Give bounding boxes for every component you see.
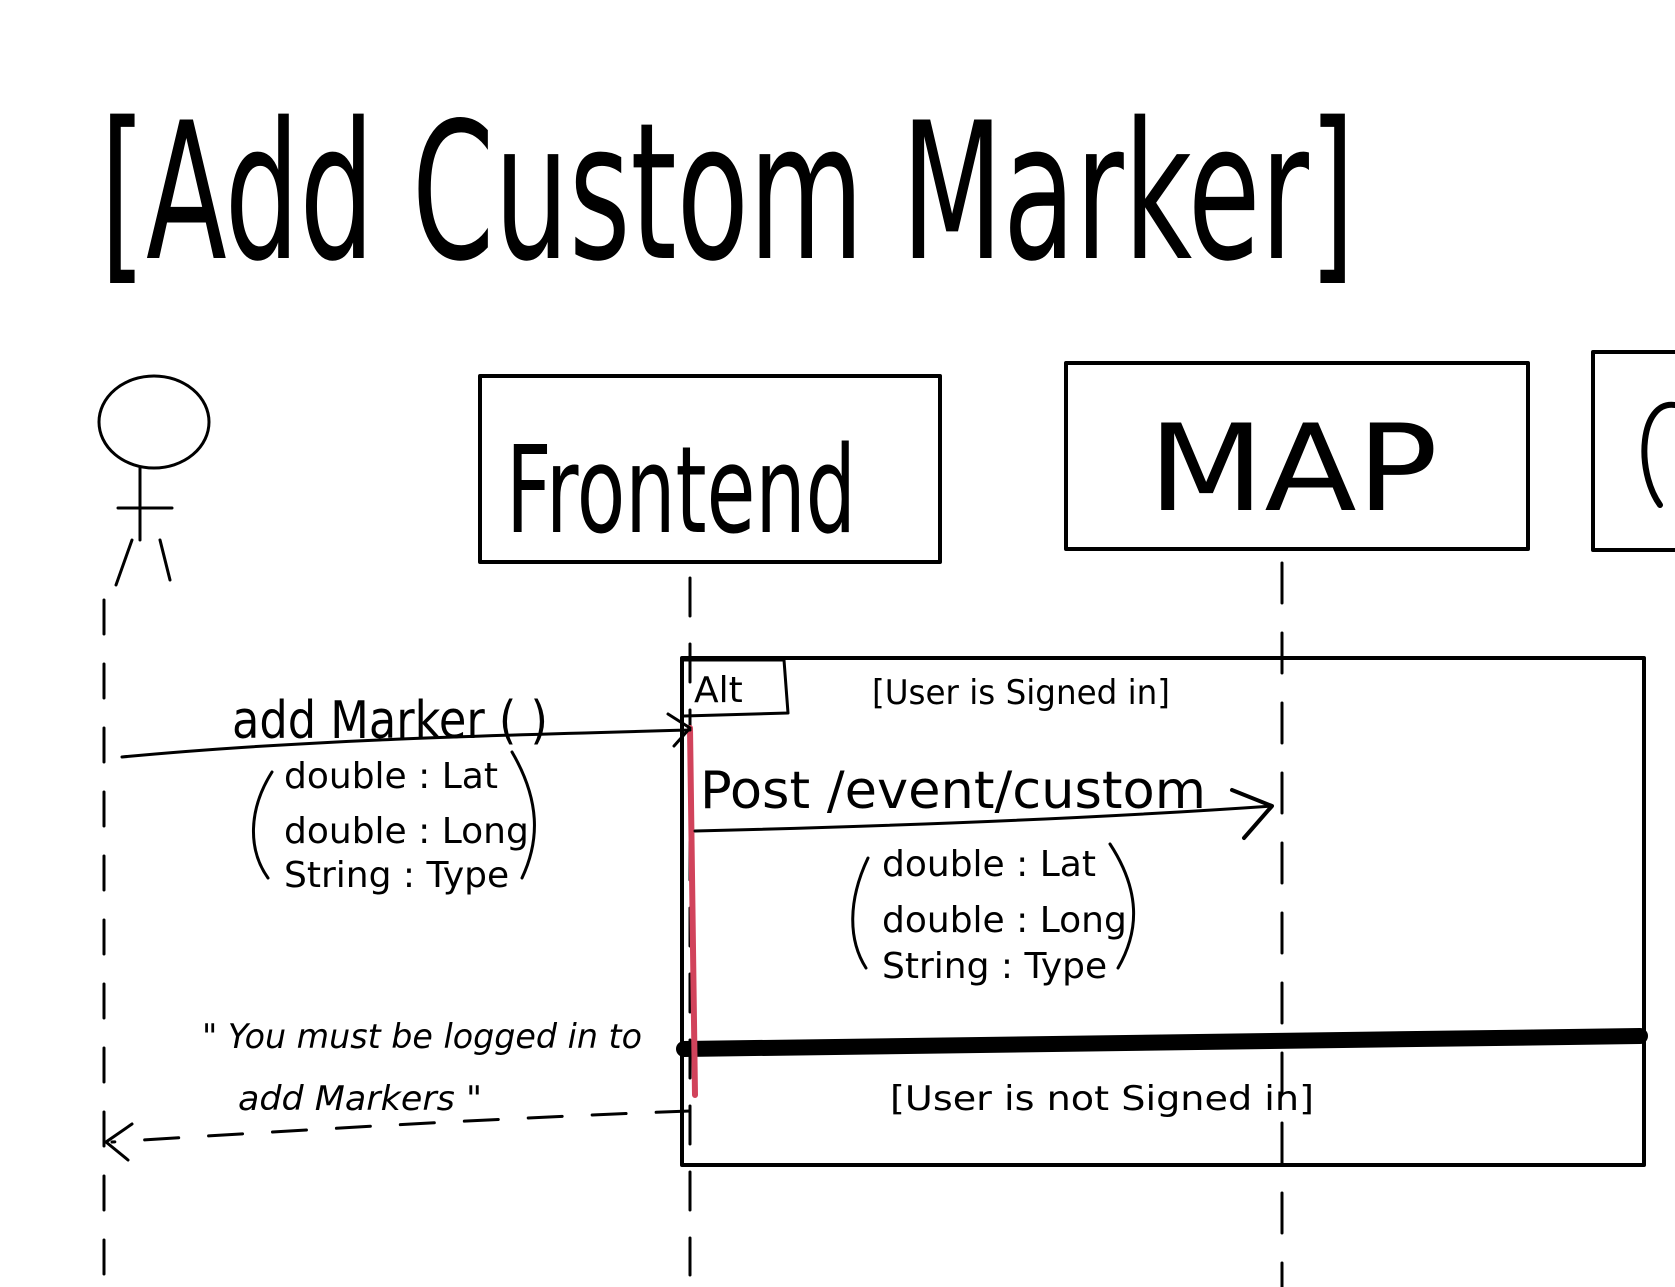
reply-arrow-line [110, 1109, 692, 1144]
frontend-label: Frontend [506, 422, 856, 561]
post-event-param-lat: double : Lat [882, 844, 1096, 885]
actor-user [97, 374, 211, 587]
participant-cut-off [1591, 350, 1675, 552]
post-event-param-type: String : Type [882, 946, 1107, 987]
third-participant-glyph [1641, 401, 1675, 508]
actor-head [97, 374, 211, 470]
diagram-title: [Add Custom Marker] [100, 82, 1355, 303]
frontend-box [478, 374, 942, 564]
guard-not-signed-in: [User is not Signed in] [890, 1079, 1314, 1119]
message-login-reply: " You must be logged in to add Markers " [104, 1017, 692, 1162]
post-event-arrow-line [693, 804, 1274, 833]
map-label: MAP [1148, 400, 1438, 539]
participant-map: MAP [1064, 361, 1530, 551]
actor-left-leg [114, 538, 134, 587]
add-marker-params-open-paren [252, 770, 274, 880]
alt-divider [676, 1028, 1648, 1057]
add-marker-param-long: double : Long [284, 811, 529, 852]
post-event-param-long: double : Long [882, 900, 1127, 941]
add-marker-arrow-line [120, 728, 692, 759]
third-participant-box [1591, 350, 1675, 552]
alt-operator-label: Alt [694, 670, 743, 711]
add-marker-params-close-paren [510, 750, 536, 880]
reply-text-line2: add Markers " [238, 1079, 482, 1119]
reply-text-line1: " You must be logged in to [202, 1017, 642, 1057]
post-event-params-open-paren [851, 856, 870, 970]
add-marker-param-type: String : Type [284, 855, 509, 896]
alt-frame [680, 656, 1646, 1167]
actor-right-leg [158, 538, 172, 582]
alt-operator-tab [682, 658, 790, 718]
guard-signed-in: [User is Signed in] [872, 673, 1170, 713]
participant-frontend: Frontend [478, 374, 942, 564]
frontend-activation-bar [687, 725, 698, 1098]
add-marker-param-lat: double : Lat [284, 756, 498, 797]
post-event-label: Post /event/custom [700, 761, 1206, 821]
message-add-marker: add Marker ( ) double : Lat double : Lon… [120, 691, 692, 896]
alt-fragment: Alt [User is Signed in] [User is not Sig… [676, 656, 1648, 1167]
reply-arrowhead [104, 1122, 134, 1162]
post-event-arrowhead [1230, 788, 1274, 840]
add-marker-arrowhead [666, 712, 692, 748]
add-marker-label: add Marker ( ) [232, 691, 548, 751]
post-event-params-close-paren [1108, 842, 1135, 970]
map-box [1064, 361, 1530, 551]
message-post-event: Post /event/custom double : Lat double :… [693, 761, 1274, 987]
